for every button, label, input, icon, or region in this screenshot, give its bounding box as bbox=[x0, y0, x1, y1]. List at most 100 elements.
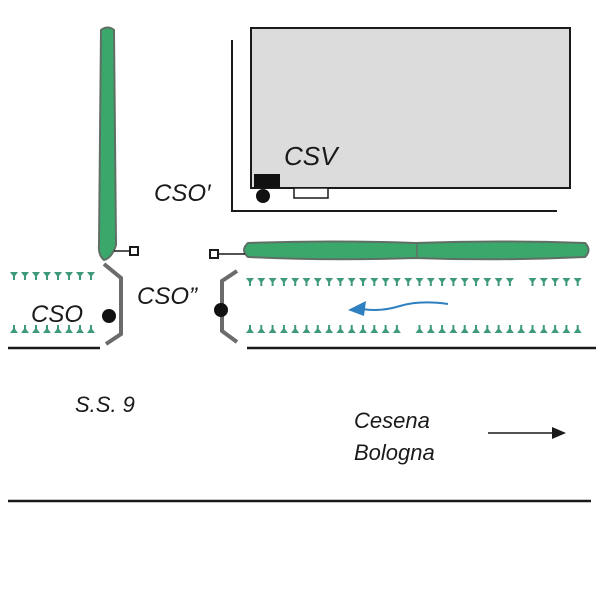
vegetation-mark bbox=[313, 325, 322, 333]
vegetation-mark bbox=[325, 325, 334, 333]
vegetation-mark bbox=[291, 278, 300, 286]
vegetation-row-bottom-left bbox=[10, 325, 95, 333]
vegetation-mark bbox=[483, 325, 492, 333]
vegetation-mark bbox=[87, 325, 95, 333]
vegetation-mark bbox=[257, 325, 266, 333]
cso-label: CSO bbox=[31, 301, 83, 328]
barrier-left bbox=[102, 262, 123, 346]
vegetation-mark bbox=[539, 278, 548, 286]
vegetation-mark bbox=[472, 278, 480, 286]
vegetation-mark bbox=[76, 325, 84, 333]
direction-arrow-icon bbox=[552, 427, 566, 439]
flow-arrowhead-icon bbox=[348, 301, 366, 316]
vertical-hedge bbox=[97, 26, 118, 262]
vegetation-mark bbox=[87, 272, 95, 280]
vegetation-mark bbox=[21, 325, 29, 333]
vegetation-mark bbox=[54, 325, 62, 333]
vegetation-mark bbox=[438, 325, 447, 333]
vegetation-mark bbox=[415, 325, 424, 333]
vegetation-mark bbox=[460, 325, 469, 333]
vegetation-mark bbox=[370, 325, 379, 333]
vegetation-mark bbox=[302, 278, 311, 286]
road-label: S.S. 9 bbox=[75, 392, 135, 417]
vegetation-row-top-right bbox=[246, 278, 582, 286]
direction-label-cesena: Cesena bbox=[354, 408, 430, 433]
vegetation-mark bbox=[404, 278, 413, 286]
vegetation-mark bbox=[10, 272, 18, 280]
vegetation-mark bbox=[246, 325, 254, 333]
vegetation-mark bbox=[562, 325, 571, 333]
vegetation-mark bbox=[246, 278, 254, 286]
vegetation-mark bbox=[449, 325, 458, 333]
vegetation-mark bbox=[426, 278, 435, 286]
vegetation-mark bbox=[483, 278, 492, 286]
cso-prime-marker-icon bbox=[256, 189, 270, 203]
vegetation-mark bbox=[32, 272, 40, 280]
cso-prime-label: CSO′ bbox=[154, 180, 212, 207]
vegetation-mark bbox=[551, 325, 560, 333]
vegetation-mark bbox=[528, 325, 537, 333]
csv-outlet bbox=[293, 187, 329, 199]
vegetation-mark bbox=[449, 278, 458, 286]
vegetation-mark bbox=[347, 325, 356, 333]
vegetation-mark bbox=[472, 325, 480, 333]
vegetation-mark bbox=[573, 278, 582, 286]
vegetation-mark bbox=[21, 272, 29, 280]
vegetation-mark bbox=[279, 278, 288, 286]
vegetation-mark bbox=[505, 325, 514, 333]
vegetation-mark bbox=[313, 278, 322, 286]
vegetation-mark bbox=[10, 325, 18, 333]
vegetation-mark bbox=[573, 325, 582, 333]
vegetation-mark bbox=[347, 278, 356, 286]
csv-label: CSV bbox=[284, 141, 340, 171]
vegetation-mark bbox=[76, 272, 84, 280]
vegetation-mark bbox=[43, 272, 51, 280]
vegetation-mark bbox=[392, 325, 401, 333]
vegetation-mark bbox=[43, 325, 51, 333]
cso-marker-icon bbox=[102, 309, 116, 323]
flow-direction-icon bbox=[361, 301, 449, 311]
vegetation-mark bbox=[325, 278, 334, 286]
vegetation-mark bbox=[528, 278, 537, 286]
vegetation-mark bbox=[517, 325, 526, 333]
vegetation-mark bbox=[415, 278, 424, 286]
vegetation-mark bbox=[359, 278, 367, 286]
vegetation-mark bbox=[257, 278, 266, 286]
sampler-left-icon bbox=[129, 246, 139, 256]
vegetation-mark bbox=[381, 278, 390, 286]
cso-double-prime-marker-icon bbox=[214, 303, 228, 317]
vegetation-mark bbox=[551, 278, 560, 286]
csv-black-block bbox=[254, 174, 280, 188]
vegetation-mark bbox=[359, 325, 367, 333]
vegetation-mark bbox=[65, 325, 73, 333]
vegetation-mark bbox=[438, 278, 447, 286]
sampler-right-icon bbox=[209, 249, 219, 259]
vegetation-mark bbox=[370, 278, 379, 286]
vegetation-mark bbox=[562, 278, 571, 286]
vegetation-mark bbox=[392, 278, 401, 286]
vegetation-mark bbox=[336, 278, 345, 286]
building-enclosure-wall bbox=[231, 40, 557, 212]
vegetation-mark bbox=[302, 325, 311, 333]
vegetation-mark bbox=[279, 325, 288, 333]
vegetation-mark bbox=[539, 325, 548, 333]
vegetation-mark bbox=[381, 325, 390, 333]
vegetation-mark bbox=[32, 325, 40, 333]
vegetation-mark bbox=[426, 325, 435, 333]
vegetation-mark bbox=[54, 272, 62, 280]
vegetation-mark bbox=[291, 325, 300, 333]
vegetation-row-top-left bbox=[10, 272, 95, 280]
direction-label-bologna: Bologna bbox=[354, 440, 435, 465]
vegetation-mark bbox=[494, 278, 503, 286]
vegetation-mark bbox=[336, 325, 345, 333]
cso-double-prime-label: CSO” bbox=[137, 283, 198, 310]
vegetation-mark bbox=[460, 278, 469, 286]
vegetation-mark bbox=[505, 278, 514, 286]
vegetation-row-bottom-right bbox=[246, 325, 582, 333]
vegetation-mark bbox=[268, 278, 277, 286]
vegetation-mark bbox=[494, 325, 503, 333]
vegetation-mark bbox=[268, 325, 277, 333]
vegetation-mark bbox=[65, 272, 73, 280]
building bbox=[250, 27, 571, 189]
